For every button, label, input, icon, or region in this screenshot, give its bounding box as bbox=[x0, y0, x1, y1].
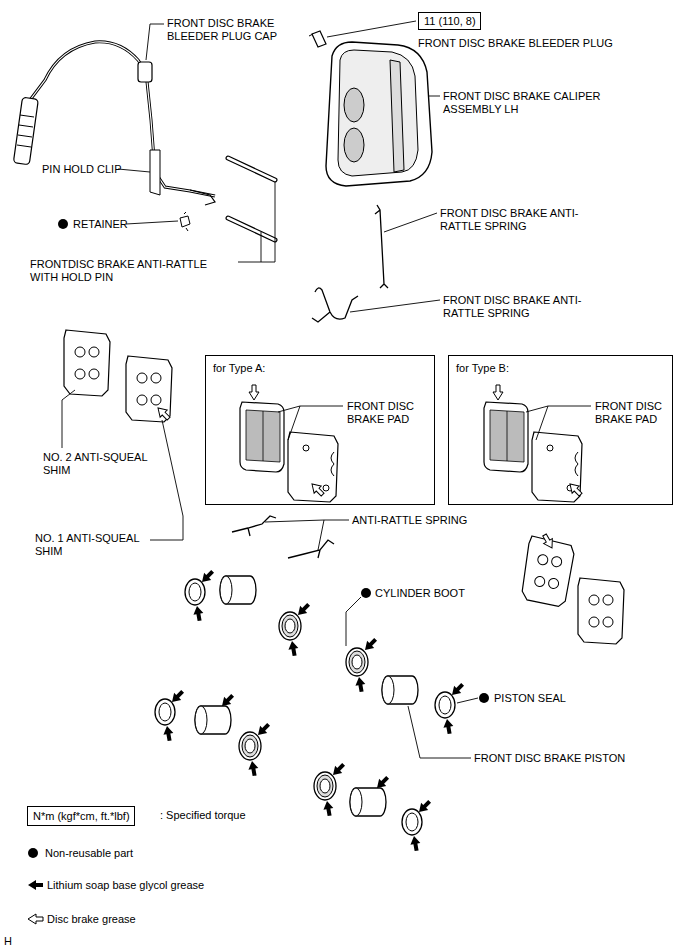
figure-code: H bbox=[4, 935, 24, 948]
type-box: for Type B:FRONT DISC BRAKE PAD bbox=[448, 355, 673, 505]
legend-text: Disc brake grease bbox=[47, 913, 136, 926]
part-name: FRONT DISC BRAKE PAD bbox=[347, 400, 435, 426]
part-label: FRONT DISC BRAKE ANTI-RATTLE SPRING bbox=[443, 294, 583, 320]
caliper bbox=[309, 31, 432, 186]
legend-text: Lithium soap base glycol grease bbox=[47, 879, 204, 892]
part-label: PISTON SEAL bbox=[494, 692, 614, 705]
part-label: RETAINER bbox=[73, 218, 173, 231]
torque-box: 11 (110, 8) bbox=[418, 12, 481, 30]
part-label: FRONT DISC BRAKE ANTI-RATTLE SPRING bbox=[440, 207, 580, 233]
legend-sample-box: N*m (kgf*cm, ft.*lbf) bbox=[27, 806, 135, 826]
pads bbox=[240, 385, 584, 502]
part-label: FRONT DISC BRAKE PISTON bbox=[474, 752, 674, 765]
hold-pins bbox=[180, 158, 275, 240]
part-label: CYLINDER BOOT bbox=[375, 587, 495, 600]
part-label: NO. 1 ANTI-SQUEAL SHIM bbox=[35, 532, 155, 558]
type-box: for Type A: FRONT DISC BRAKE PAD bbox=[205, 355, 435, 505]
box-text: N*m (kgf*cm, ft.*lbf) bbox=[33, 810, 130, 823]
part-name: FRONT DISC BRAKE PAD bbox=[595, 400, 683, 426]
legend-symbols bbox=[28, 848, 43, 924]
legend-text: Non-reusable part bbox=[45, 847, 133, 860]
part-label: PIN HOLD CLIP bbox=[42, 163, 162, 176]
part-label: FRONT DISC BRAKE BLEEDER PLUG CAP bbox=[167, 17, 297, 43]
part-label: FRONTDISC BRAKE ANTI-RATTLE WITH HOLD PI… bbox=[30, 258, 235, 284]
part-label: ANTI-RATTLE SPRING bbox=[352, 514, 532, 527]
sensor-wire bbox=[13, 42, 215, 205]
anti-rattle-springs bbox=[232, 205, 388, 558]
pistons-seals bbox=[155, 576, 455, 835]
part-label: FRONT DISC BRAKE CALIPER ASSEMBLY LH bbox=[443, 90, 633, 116]
box-text: 11 (110, 8) bbox=[424, 15, 476, 28]
part-label: FRONT DISC BRAKE BLEEDER PLUG bbox=[418, 37, 648, 50]
part-label: NO. 2 ANTI-SQUEAL SHIM bbox=[43, 451, 163, 477]
shims bbox=[64, 330, 624, 644]
leader-lines bbox=[62, 21, 591, 758]
box-text: for Type B: bbox=[456, 362, 509, 375]
legend-text: : Specified torque bbox=[160, 809, 246, 822]
box-text: for Type A: bbox=[213, 362, 265, 375]
